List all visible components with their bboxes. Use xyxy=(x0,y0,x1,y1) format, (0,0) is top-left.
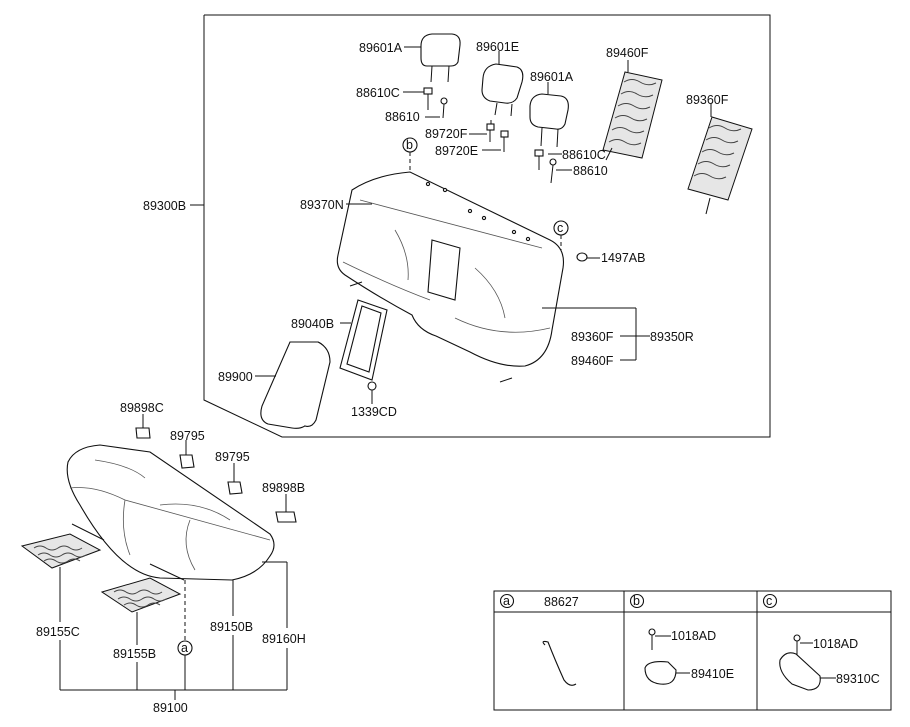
label-89300B: 89300B xyxy=(143,199,186,213)
heater-pad-89155C xyxy=(20,523,105,569)
label-89460F-right: 89460F xyxy=(571,354,614,368)
label-89601A-2: 89601A xyxy=(530,70,574,84)
nut-1339CD xyxy=(367,381,377,391)
label-89150B: 89150B xyxy=(210,620,253,634)
label-88610C-1: 88610C xyxy=(356,86,400,100)
headrest-89601A-left xyxy=(420,33,461,83)
seatback-panel-frame xyxy=(203,14,771,438)
callout-a-lower: a xyxy=(181,641,188,655)
label-89360F-right: 89360F xyxy=(571,330,614,344)
label-89795-1: 89795 xyxy=(170,429,205,443)
seatback-assembly xyxy=(336,171,565,383)
legend-bolt-c: 1018AD xyxy=(813,637,858,651)
guide-89720E xyxy=(500,130,509,152)
bolt-1018AD-b xyxy=(648,628,656,650)
label-88610C-2: 88610C xyxy=(562,148,606,162)
legend-key-a: a xyxy=(503,594,510,608)
label-89160H: 89160H xyxy=(262,632,306,646)
legend-key-b: b xyxy=(633,594,640,608)
clip-89898B xyxy=(275,511,297,523)
label-89601A-1: 89601A xyxy=(359,41,403,55)
cover-89410E xyxy=(644,661,677,685)
label-89350R: 89350R xyxy=(650,330,694,344)
label-89040B: 89040B xyxy=(291,317,334,331)
label-89601E: 89601E xyxy=(476,40,519,54)
legend-key-c: c xyxy=(766,594,772,608)
hook-89795-2 xyxy=(227,481,243,495)
headrest-89601A-right xyxy=(529,93,569,148)
legend-table: a 88627 b c 1018AD 89410E 1018AD 89 xyxy=(493,590,892,711)
clip-89898C xyxy=(135,427,151,439)
plug-1497AB xyxy=(576,252,588,262)
guide-88610C-1 xyxy=(423,87,433,110)
guide-89720F xyxy=(486,120,495,142)
heater-pad-89155B xyxy=(100,563,185,613)
bolt-1018AD-c xyxy=(793,634,801,655)
heater-pad-89360F xyxy=(687,116,753,215)
label-89370N: 89370N xyxy=(300,198,344,212)
legend-part-89310C: 89310C xyxy=(836,672,880,686)
cover-panel-89040B xyxy=(339,299,388,381)
legend-bolt-b: 1018AD xyxy=(671,629,716,643)
callout-b-upper: b xyxy=(406,138,413,152)
hook-89795-1 xyxy=(179,454,195,469)
guide-88610C-2 xyxy=(534,149,544,170)
heater-pad-89460F xyxy=(602,71,663,161)
label-89720F: 89720F xyxy=(425,127,468,141)
label-89720E: 89720E xyxy=(435,144,478,158)
label-88610-1: 88610 xyxy=(385,110,420,124)
label-89795-2: 89795 xyxy=(215,450,250,464)
label-1339CD: 1339CD xyxy=(351,405,397,419)
pin-88610-1 xyxy=(440,97,448,119)
seat-cushion-89100 xyxy=(66,444,275,581)
label-89360F-top: 89360F xyxy=(686,93,729,107)
armrest-89900 xyxy=(260,341,331,429)
label-1497AB: 1497AB xyxy=(601,251,645,265)
callout-c-upper: c xyxy=(557,221,563,235)
label-89100: 89100 xyxy=(153,701,188,715)
headrest-89601E xyxy=(481,63,524,117)
label-89155C: 89155C xyxy=(36,625,80,639)
label-89900: 89900 xyxy=(218,370,253,384)
pin-88610-2 xyxy=(549,158,557,184)
label-89155B: 89155B xyxy=(113,647,156,661)
legend-part-88627: 88627 xyxy=(544,595,579,609)
cover-89310C xyxy=(779,652,821,691)
wire-clip-88627 xyxy=(542,640,577,686)
label-89898C: 89898C xyxy=(120,401,164,415)
label-89898B: 89898B xyxy=(262,481,305,495)
legend-part-89410E: 89410E xyxy=(691,667,734,681)
label-88610-2: 88610 xyxy=(573,164,608,178)
label-89460F-top: 89460F xyxy=(606,46,649,60)
